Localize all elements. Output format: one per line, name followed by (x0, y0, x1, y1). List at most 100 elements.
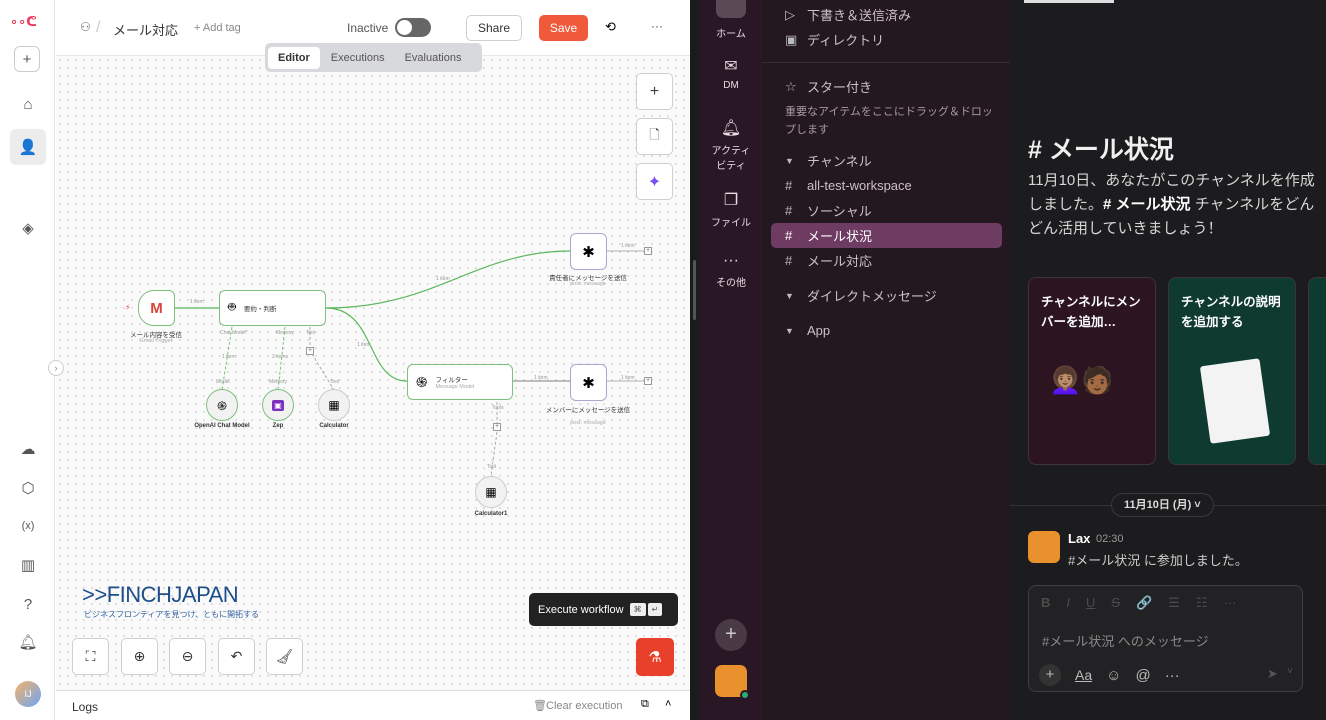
notifications-icon[interactable]: 🔔︎ (18, 634, 38, 651)
message-author[interactable]: Lax (1068, 531, 1091, 546)
mention-button[interactable]: @ (1135, 666, 1151, 684)
link-button[interactable]: 🔗 (1136, 595, 1153, 610)
insights-icon[interactable]: ▥ (20, 557, 36, 574)
add-tool-button[interactable]: + (493, 423, 501, 431)
attach-button[interactable]: + (1039, 664, 1061, 686)
intro-text: チャンネルをどんどん活用していきましょう！ (1028, 196, 1315, 237)
slack-node-2[interactable]: ✱ (570, 364, 607, 401)
rail-files[interactable]: ❐ファイル (700, 190, 762, 229)
channel-item[interactable]: #メール対応 (785, 253, 873, 269)
strike-button[interactable]: S (1111, 595, 1121, 610)
tidy-up-button[interactable]: 🧹︎ (266, 638, 303, 675)
send-icon[interactable]: ➤ (1267, 666, 1278, 681)
active-toggle[interactable] (395, 18, 431, 37)
add-tag-link[interactable]: + Add tag (194, 22, 241, 34)
sidebar-app-header[interactable]: ▼App (771, 318, 1002, 343)
history-icon[interactable]: ⟲ (605, 19, 616, 34)
add-node-button[interactable]: + (636, 73, 673, 110)
chevron-down-icon[interactable]: ˅ (1287, 666, 1293, 677)
filter-node[interactable]: ֍ フィルター Message Model (407, 364, 513, 400)
calculator1-node[interactable]: ▦ (475, 476, 507, 508)
message-input[interactable]: #メール状況 へのメッセージ (1042, 634, 1209, 649)
zoom-out-button[interactable]: ⊖ (169, 638, 206, 675)
execute-workflow-button[interactable]: ⚗ (636, 638, 674, 676)
add-description-card[interactable]: チャンネルの説明を追加する (1168, 277, 1296, 465)
sidebar-starred[interactable]: ☆スター付き (771, 74, 1002, 99)
user-icon[interactable]: 👤 (10, 129, 46, 165)
gmail-trigger-node[interactable]: M (138, 290, 175, 326)
date-pill[interactable]: 11月10日 (月) ˅ (1111, 493, 1214, 517)
rail-more[interactable]: ···その他 (700, 252, 762, 289)
underline-button[interactable]: U (1086, 595, 1096, 610)
openai-chat-model-node[interactable]: ֍ (206, 389, 238, 421)
home-icon[interactable]: ⌂ (23, 95, 33, 113)
share-button[interactable]: Share (466, 15, 522, 41)
layers-icon[interactable]: ◈ (22, 220, 34, 237)
message-composer[interactable]: B I U S 🔗 ☰ ☷ ··· #メール状況 へのメッセージ + Aa ☺ … (1028, 585, 1303, 692)
add-node-button[interactable]: + (644, 377, 652, 385)
view-tabs: Editor Executions Evaluations (265, 43, 482, 72)
rail-home[interactable]: ホーム (700, 0, 762, 40)
tab-evaluations[interactable]: Evaluations (404, 51, 462, 64)
more-button[interactable]: ··· (651, 19, 663, 33)
ai-agent-node[interactable]: 🤖︎ 要約・判断 (219, 290, 326, 326)
channel-intro: 11月10日、あなたがこのチャンネルを作成しました。# メール状況 チャンネルを… (1028, 169, 1324, 241)
bold-button[interactable]: B (1041, 595, 1051, 610)
sidebar-directory[interactable]: ▣ディレクトリ (771, 27, 1002, 52)
help-icon[interactable]: ? (23, 595, 33, 613)
italic-button[interactable]: I (1066, 595, 1071, 610)
ai-assistant-button[interactable]: ✦ (636, 163, 673, 200)
rail-dm[interactable]: ✉DM (700, 56, 762, 91)
variables-icon[interactable]: (x) (21, 520, 35, 532)
formatting-button[interactable]: Aa (1075, 667, 1093, 683)
robot-icon: 🤖︎ (228, 299, 236, 314)
undo-button[interactable]: ↶ (218, 638, 255, 675)
more-actions-button[interactable]: ··· (1164, 666, 1180, 684)
zoom-in-button[interactable]: ⊕ (121, 638, 158, 675)
caret-down-icon: ▼ (785, 290, 794, 301)
tab-editor[interactable]: Editor (268, 46, 320, 69)
chevron-up-icon[interactable]: ˄ (665, 698, 672, 710)
clear-execution-button[interactable]: Clear execution (546, 700, 623, 712)
workflow-name[interactable]: メール対応 (113, 23, 179, 38)
intro-channel[interactable]: # メール状況 (1103, 196, 1191, 213)
add-node-button[interactable]: + (644, 247, 652, 255)
add-workspace-button[interactable]: + (715, 619, 747, 651)
popout-icon[interactable]: ⧉ (641, 698, 649, 710)
workflow-canvas[interactable]: ⚡ M メール内容を受信 Gmail Trigger 1 item 🤖︎ 要約・… (48, 56, 690, 690)
message-time[interactable]: 02:30 (1096, 533, 1124, 545)
fit-view-button[interactable]: ⛶ (72, 638, 109, 675)
bullet-list-button[interactable]: ☷ (1195, 595, 1208, 610)
zep-node[interactable]: ▣ (262, 389, 294, 421)
add-members-card[interactable]: チャンネルにメンバーを追加… 👩🏽‍🦱🧑🏾 (1028, 277, 1156, 465)
calculator-node[interactable]: ▦ (318, 389, 350, 421)
emoji-button[interactable]: ☺ (1106, 666, 1122, 684)
add-icon[interactable]: + (14, 46, 40, 72)
expand-sidebar-button[interactable]: › (48, 360, 64, 376)
edge-tool-calc (311, 353, 335, 391)
add-tool-button[interactable]: + (306, 347, 314, 355)
cloud-icon[interactable]: ☁ (20, 441, 36, 458)
ordered-list-button[interactable]: ☰ (1168, 595, 1180, 610)
sidebar-drafts[interactable]: ▷下書き＆送信済み (771, 2, 1002, 27)
channel-item[interactable]: #ソーシャル (785, 203, 872, 219)
sidebar-dm-header[interactable]: ▼ダイレクトメッセージ (771, 283, 1002, 308)
n8n-logo-icon[interactable]: ∘∘ᕦ (10, 14, 37, 29)
more-card[interactable] (1308, 277, 1326, 465)
message-avatar[interactable] (1028, 531, 1060, 563)
sticky-note-button[interactable]: 🗋 (636, 118, 673, 155)
save-button[interactable]: Save (539, 15, 588, 41)
tab-executions[interactable]: Executions (330, 51, 385, 64)
rail-activity[interactable]: 🔔︎アクティビティ (700, 118, 762, 172)
logs-panel[interactable]: Logs 🗑︎ Clear execution ⧉ ˄ (56, 690, 690, 720)
files-icon: ❐ (723, 192, 739, 209)
channel-item[interactable]: #all-test-workspace (785, 178, 912, 193)
slack-node-1[interactable]: ✱ (570, 233, 607, 270)
more-format-button[interactable]: ··· (1223, 595, 1237, 610)
avatar[interactable]: IJ (15, 681, 41, 707)
sidebar-channels-header[interactable]: ▼チャンネル (771, 148, 1002, 173)
user-avatar[interactable] (715, 665, 750, 700)
templates-icon[interactable]: ⬡ (21, 480, 35, 497)
window-divider[interactable] (690, 0, 700, 720)
channel-item-selected[interactable]: #メール状況 (771, 223, 1002, 248)
